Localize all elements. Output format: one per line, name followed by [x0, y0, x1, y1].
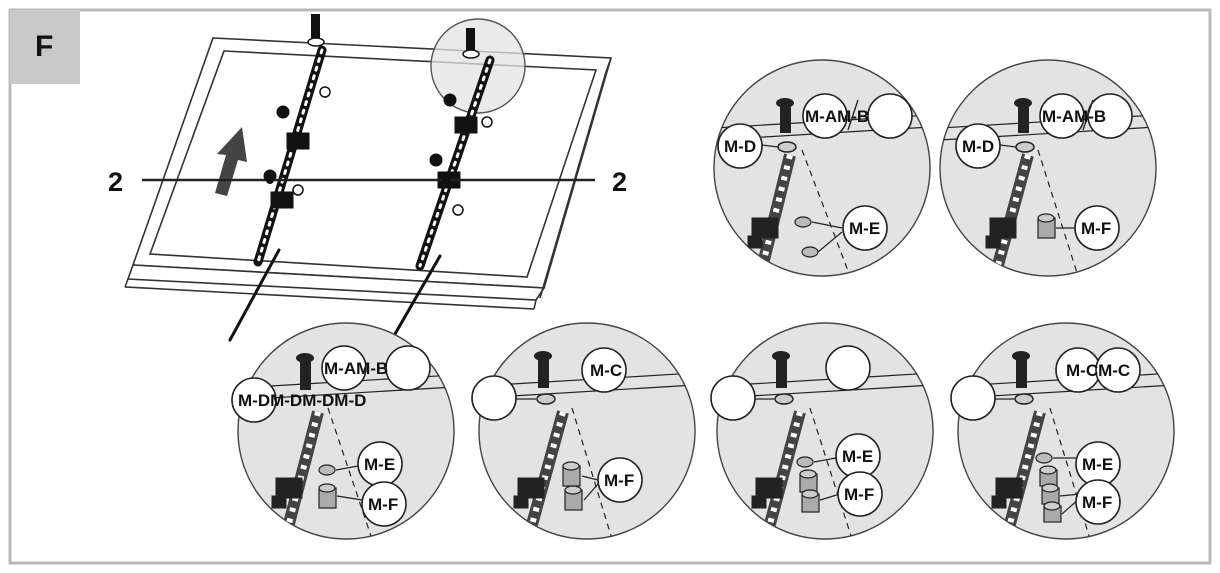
label-bubble-spacer: M-F: [1074, 205, 1120, 251]
label-bubble-washer: [710, 375, 756, 421]
label-bubble-washer: [471, 375, 517, 421]
label-bubble-washer: M-D: [955, 123, 1001, 169]
detail-4-spacer-label: M-F: [604, 471, 634, 490]
detail-2-screw-label: M-AM-B: [1042, 107, 1106, 126]
label-bubble-spacer-bottom: M-F: [1075, 479, 1121, 525]
label-bubble-washer: M-D: [717, 123, 763, 169]
detail-1-spacer-label: M-E: [849, 219, 880, 238]
detail-circle-3: M-AM-B M-DM-DM-DM-D M-E M-F: [231, 322, 455, 540]
detail-3-washer-label: M-DM-DM-DM-D: [238, 391, 366, 410]
detail-circle-6: M-CM-C M-E M-F: [950, 322, 1175, 540]
step-badge: F: [10, 10, 80, 84]
detail-3-screw-label: M-AM-B: [324, 359, 388, 378]
detail-5-spacer-bottom-label: M-F: [844, 485, 874, 504]
detail-6-screw-label: M-CM-C: [1066, 361, 1130, 380]
detail-circle-4: M-C M-F: [471, 322, 696, 540]
label-bubble-screw: M-AM-B: [1039, 93, 1133, 139]
arrow-label-right: 2: [612, 167, 627, 197]
label-bubble-spacer: M-F: [597, 457, 643, 503]
detail-1-washer-label: M-D: [724, 137, 756, 156]
label-bubble-spacer-bottom: M-F: [837, 471, 883, 517]
zoom-callout: [430, 18, 526, 114]
tv-panel: [124, 37, 613, 310]
label-bubble-screw: [825, 345, 871, 391]
detail-circle-2: M-AM-B M-D M-F: [939, 59, 1157, 277]
arrow-label-left: 2: [108, 167, 123, 197]
detail-circle-5: M-E M-F: [710, 322, 934, 540]
label-bubble-screw: M-AM-B: [321, 345, 431, 391]
top-screws: [307, 14, 480, 59]
label-bubble-spacer-top: M-E: [357, 441, 403, 487]
label-bubble-screw: M-C: [581, 347, 627, 393]
detail-3-spacer-bottom-label: M-F: [368, 495, 398, 514]
detail-5-spacer-top-label: M-E: [842, 447, 873, 466]
detail-circle-1: M-AM-B M-D M-E: [713, 59, 931, 277]
step-letter: F: [35, 30, 53, 63]
label-bubble-spacer: M-E: [842, 205, 888, 251]
detail-6-spacer-top-label: M-E: [1082, 455, 1113, 474]
detail-2-spacer-label: M-F: [1081, 219, 1111, 238]
label-bubble-spacer-top: M-E: [1075, 441, 1121, 487]
center-line: [142, 176, 595, 184]
label-bubble-spacer-bottom: M-F: [361, 481, 407, 527]
label-bubble-screw: M-AM-B: [802, 93, 913, 139]
detail-1-screw-label: M-AM-B: [805, 107, 869, 126]
detail-4-screw-label: M-C: [590, 361, 622, 380]
detail-3-spacer-top-label: M-E: [364, 455, 395, 474]
detail-2-washer-label: M-D: [962, 137, 994, 156]
label-bubble-spacer-top: M-E: [835, 433, 881, 479]
detail-6-spacer-bottom-label: M-F: [1082, 493, 1112, 512]
label-bubble-washer: M-DM-DM-DM-D: [231, 377, 366, 423]
label-bubble-washer: [950, 375, 996, 421]
mount-rail-left: [228, 45, 331, 342]
label-bubble-screw: M-CM-C: [1055, 347, 1141, 393]
